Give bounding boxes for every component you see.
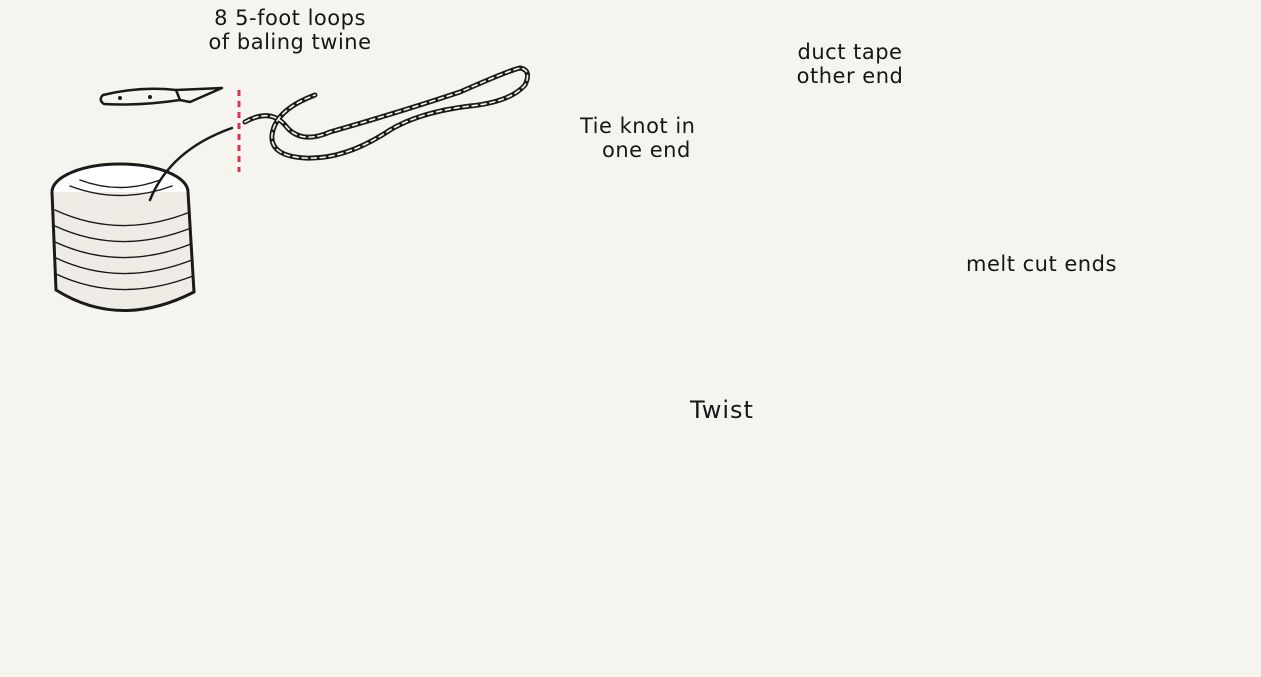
knife-icon bbox=[101, 88, 222, 105]
tie-knot-label: Tie knot in one end bbox=[580, 114, 695, 162]
twine-spool-icon bbox=[52, 128, 232, 311]
melt-label: melt cut ends bbox=[966, 252, 1117, 276]
twist-label: Twist bbox=[690, 398, 754, 422]
loops-label: 8 5-foot loops of baling twine bbox=[190, 6, 390, 54]
duct-tape-label: duct tape other end bbox=[770, 40, 930, 88]
twine-loop bbox=[245, 68, 528, 158]
